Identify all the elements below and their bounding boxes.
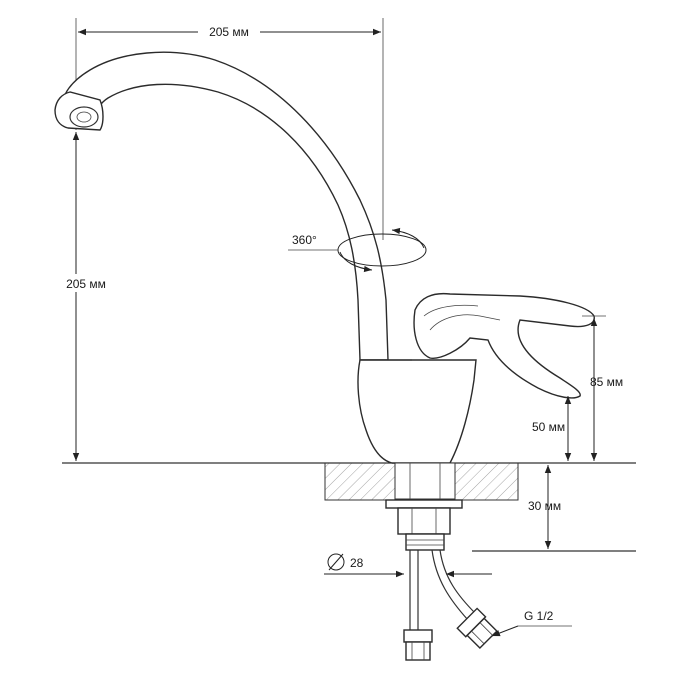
mount-depth-label: 30 мм <box>528 499 561 513</box>
supply-hoses <box>403 549 498 661</box>
outlet-height-dimension: 50 мм <box>532 396 572 461</box>
thread-label: G 1/2 <box>524 609 554 623</box>
lever-height-dimension: 85 мм <box>582 315 623 461</box>
faucet-spout <box>54 51 389 361</box>
reach-dimension: 205 мм <box>75 18 384 240</box>
height-dimension: 205 мм <box>52 132 118 461</box>
rotation-indicator: 360° <box>288 227 427 273</box>
rotation-label: 360° <box>292 233 317 247</box>
mount-depth-dimension: 30 мм <box>528 465 561 549</box>
height-label: 205 мм <box>66 277 106 291</box>
diameter-label: 28 <box>350 556 364 570</box>
mounting-hardware <box>385 462 463 551</box>
lever-handle <box>413 292 595 399</box>
lever-height-label: 85 мм <box>590 375 623 389</box>
reach-label: 205 мм <box>209 25 249 39</box>
faucet-body <box>357 359 477 464</box>
outlet-height-label: 50 мм <box>532 420 565 434</box>
thread-annotation: G 1/2 <box>491 609 572 637</box>
diameter-annotation: 28 <box>324 553 492 578</box>
